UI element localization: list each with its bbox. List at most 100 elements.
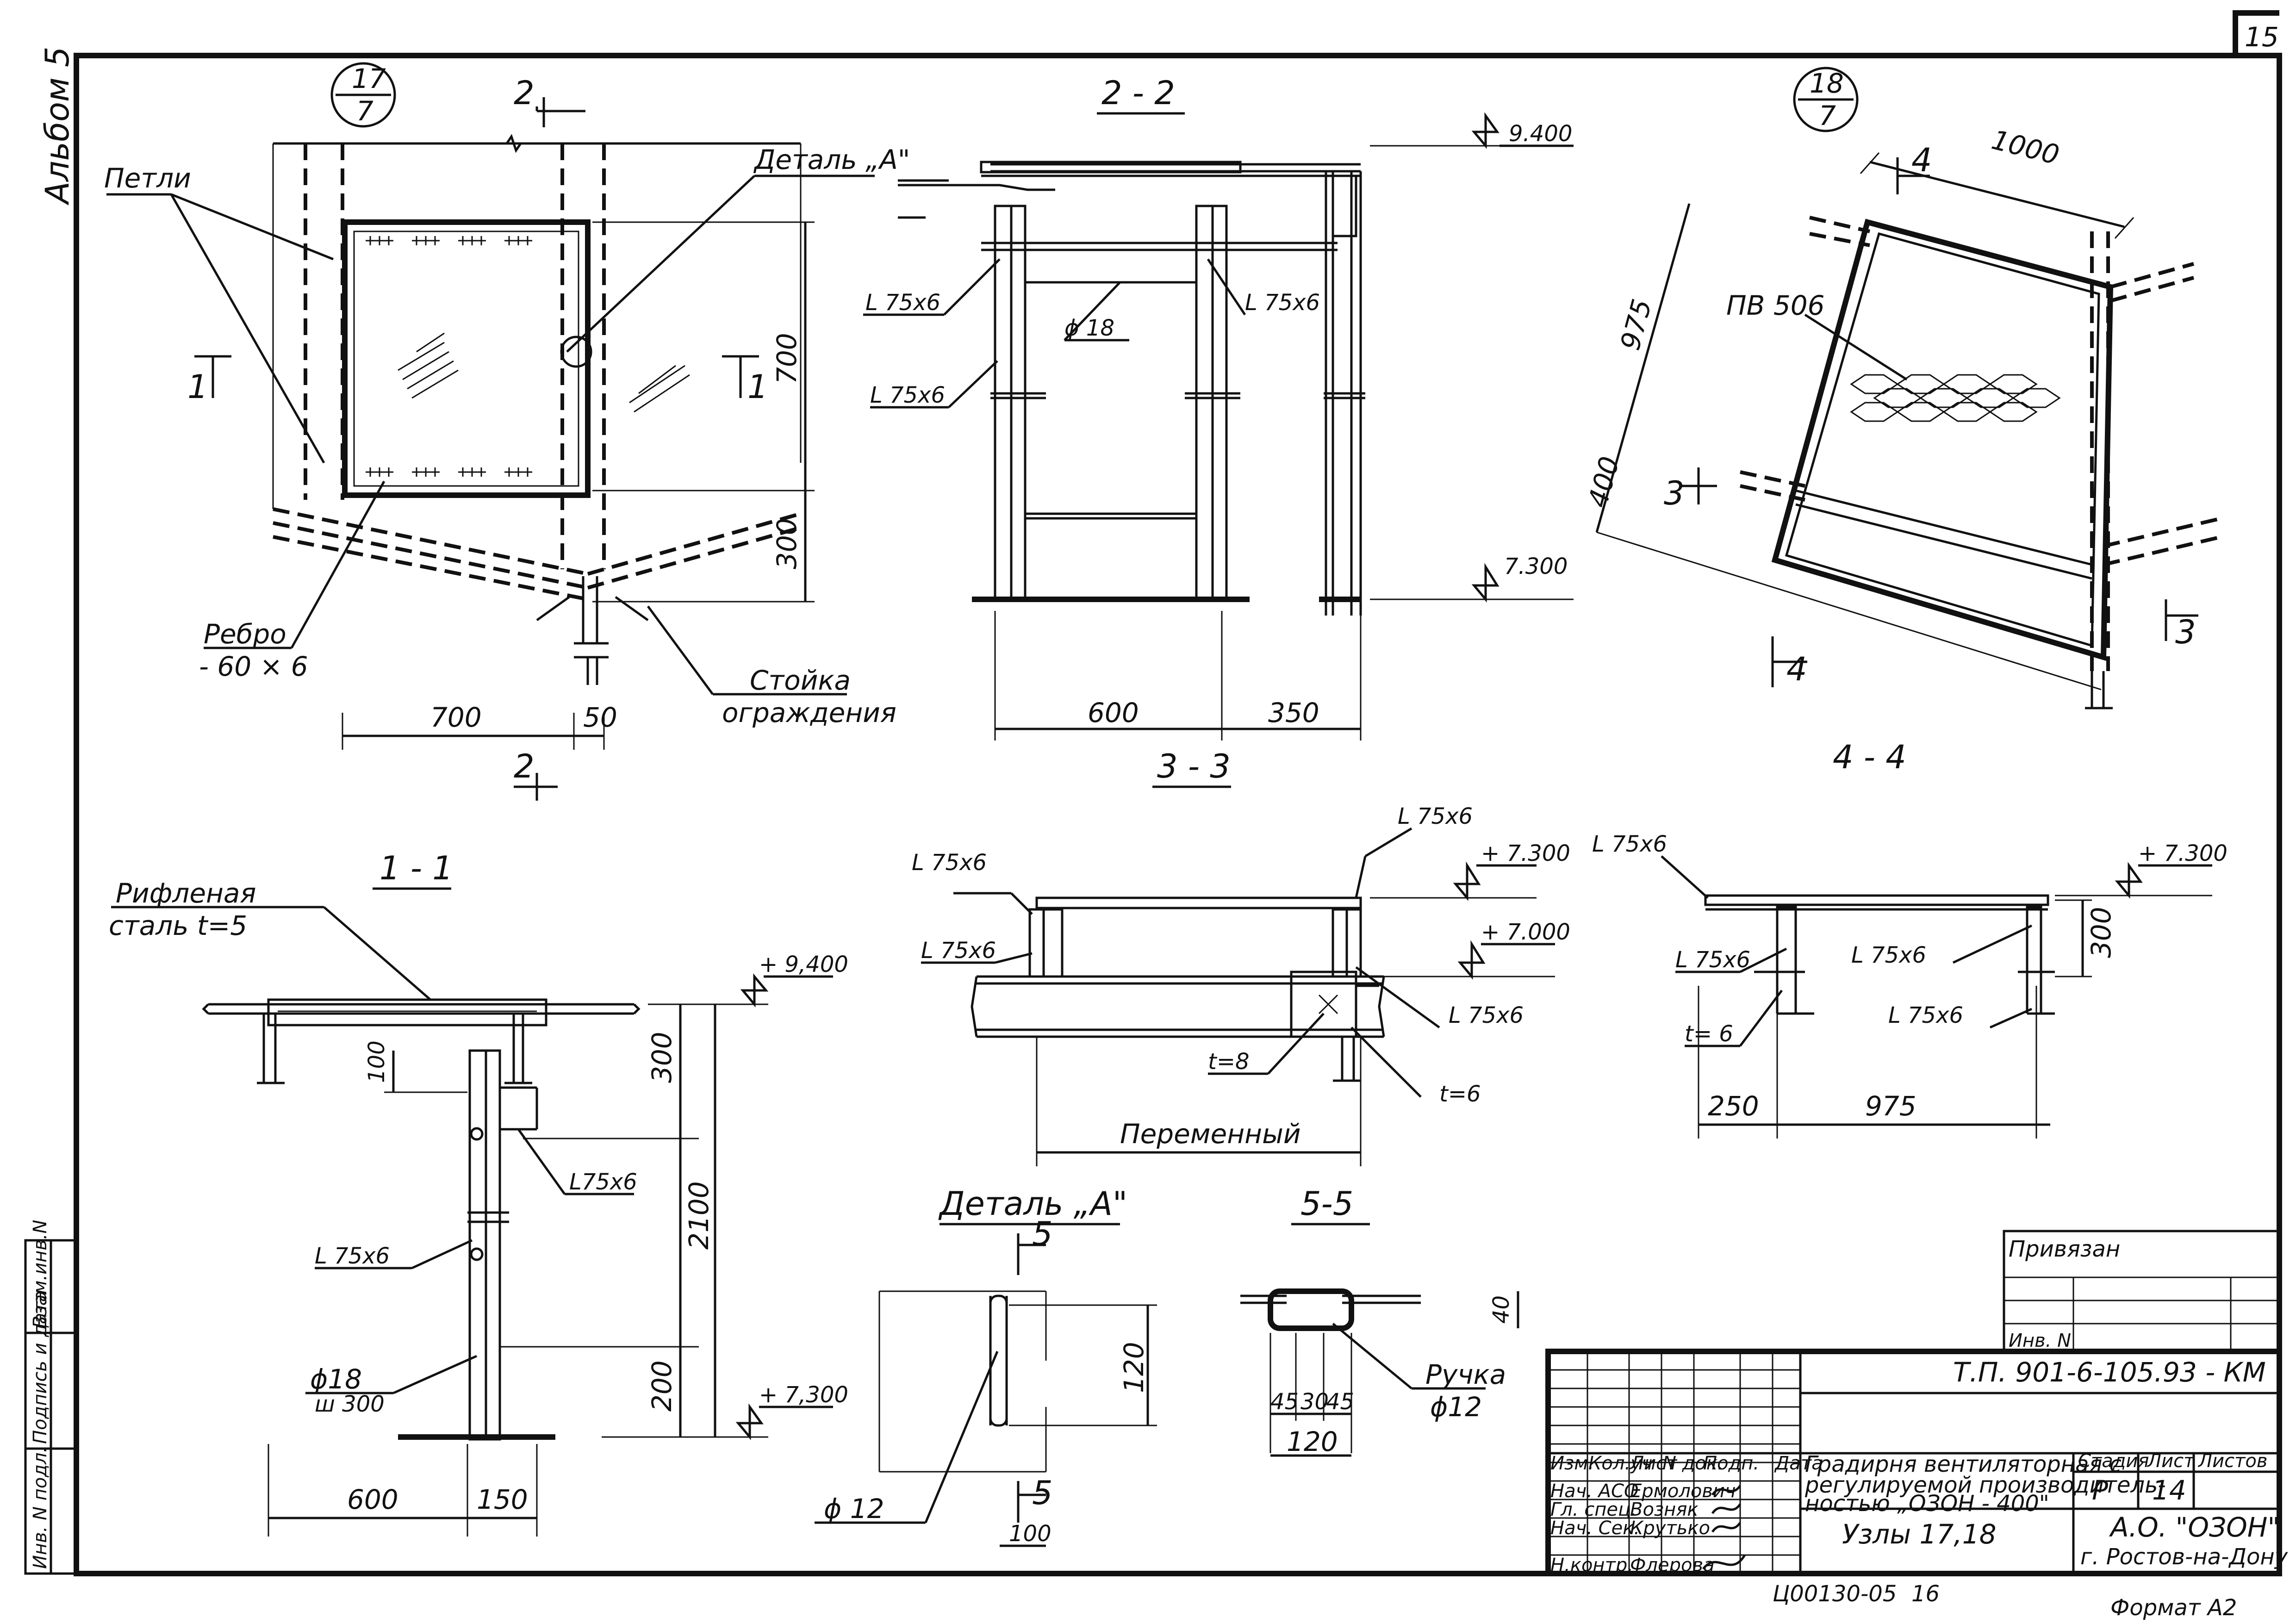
stamp-name-2: Крутько — [1630, 1518, 1710, 1539]
sec44-el: + 7.300 — [2138, 840, 2228, 866]
detail-a: Деталь „А" 5 ϕ 12 5 120 100 — [815, 1185, 1157, 1547]
section-2-2: 2 - 2 L 75x6 L 75x6 L 75x6 ϕ 18 — [863, 74, 1574, 740]
sec33-label-a2: L 75x6 — [921, 938, 996, 964]
stamp-inv: Инв. N — [2009, 1330, 2071, 1351]
sec44-label-a1: L 75x6 — [1592, 831, 1667, 857]
sec11-rod-step: ш 300 — [315, 1391, 385, 1417]
side-inv-label: Инв. N подл. — [30, 1447, 51, 1569]
detail-a-sec-top: 5 — [1032, 1215, 1053, 1253]
dim-400: 400 — [1582, 453, 1625, 511]
stamp-h-data: Дата — [1774, 1453, 1823, 1474]
tread-33 — [1035, 896, 1362, 909]
section-2-2-title: 2 - 2 — [1101, 74, 1175, 112]
section-1-right: 1 — [747, 368, 768, 406]
loops-label: Петли — [104, 162, 191, 194]
node-18-callout-top: 18 — [1810, 68, 1844, 99]
sec11-dim-100: 100 — [364, 1040, 390, 1083]
dim-300-v: 300 — [771, 518, 803, 569]
stamp-role-3: Н.контр. — [1550, 1555, 1633, 1576]
beam-top-left — [1809, 216, 1870, 247]
post-11 — [468, 1049, 487, 1441]
stamp-org-2: г. Ростов-на-Дону — [2080, 1544, 2288, 1570]
stamp-role-1: Гл. спец. — [1550, 1499, 1636, 1520]
handle-diameter: ϕ12 — [1430, 1391, 1482, 1423]
sec11-dim-300: 300 — [646, 1032, 678, 1083]
post-left-22 — [994, 205, 1013, 601]
post-right-33 — [1332, 908, 1348, 978]
stamp-stage-h: Стадия — [2078, 1450, 2149, 1472]
sec33-label-a3: L 75x6 — [1398, 803, 1473, 829]
post-right-22 — [1195, 205, 1214, 601]
handle-label: Ручка — [1425, 1359, 1506, 1390]
rib-label: Ребро — [204, 618, 286, 650]
tread-top — [980, 161, 1242, 174]
section-1-left: 1 — [187, 368, 208, 406]
stamp-name-1: Возняк — [1630, 1499, 1699, 1520]
sec11-label-a1: L75x6 — [569, 1169, 637, 1195]
detail-a-sec-bottom: 5 — [1032, 1474, 1053, 1512]
sec44-label-a2: L 75x6 — [1675, 947, 1750, 973]
post-left-33 — [1028, 908, 1045, 978]
section-1-marks — [194, 355, 759, 398]
album-label: Альбом 5 — [38, 47, 76, 205]
sec44-dim-300: 300 — [2085, 907, 2117, 958]
railing-post — [574, 576, 609, 685]
section-2-top: 2 — [514, 74, 535, 112]
detail-a-title: Деталь „А" — [938, 1185, 1127, 1223]
section-1-1-title: 1 - 1 — [380, 849, 453, 887]
stamp-sheet: 14 — [2152, 1475, 2186, 1506]
stamp-h-izm: Изм. — [1550, 1453, 1594, 1474]
stamp-sheets-h: Листов — [2197, 1450, 2267, 1472]
stamp-nodes: Узлы 17,18 — [1842, 1518, 1997, 1550]
sec11-dim-600: 600 — [347, 1484, 398, 1515]
dim-700-v: 700 — [771, 333, 803, 384]
sec22-dim-600: 600 — [1088, 697, 1139, 728]
sec55-dim-30: 30 — [1300, 1389, 1329, 1415]
post-label-1: Стойка — [750, 665, 851, 696]
sec11-el-top: + 9,400 — [759, 952, 848, 977]
stamp-sheet-h: Лист — [2147, 1450, 2195, 1472]
grating-pattern — [1850, 374, 2061, 422]
section-5-5: 5-5 Ручка ϕ12 40 45 30 45 120 — [1240, 1185, 1519, 1457]
handle-section — [1268, 1288, 1354, 1331]
sec11-rod: ϕ18 — [310, 1363, 362, 1395]
sec22-el-bot: 7.300 — [1504, 554, 1568, 579]
sec33-label-a1: L 75x6 — [912, 850, 987, 876]
rib-size: - 60 × 6 — [199, 651, 308, 682]
dim-975: 975 — [1614, 296, 1658, 354]
sec44-label-a3: L 75x6 — [1851, 942, 1926, 968]
section-3-left-label: 3 — [1664, 474, 1685, 512]
sec11-el-bot: + 7,300 — [759, 1382, 848, 1408]
hatch-plate — [342, 219, 591, 498]
sec44-dim-250: 250 — [1708, 1090, 1759, 1122]
section-5-5-title: 5-5 — [1300, 1185, 1353, 1223]
sec55-dim-45b: 45 — [1326, 1389, 1354, 1415]
sec11-dim-150: 150 — [477, 1484, 528, 1515]
sec44-t6: t= 6 — [1685, 1021, 1733, 1047]
footer-code: Ц00130-05 — [1773, 1581, 1897, 1607]
stamp-linked: Привязан — [2009, 1236, 2120, 1262]
sec33-el2: + 7.000 — [1481, 919, 1570, 945]
node-18-callout-bottom: 7 — [1819, 100, 1836, 131]
section-3-right-label: 3 — [2175, 613, 2196, 651]
stamp-h-list: Лист — [1629, 1453, 1678, 1474]
sec11-label-a2: L 75x6 — [315, 1243, 390, 1269]
node-17-callout-bottom: 7 — [356, 95, 373, 127]
stamp-org-1: А.О. "ОЗОН" — [2109, 1512, 2280, 1543]
detail-a-rod: ϕ 12 — [824, 1493, 884, 1524]
stamp-role-0: Нач. АСО — [1550, 1481, 1638, 1502]
sheet-number: 15 — [2245, 21, 2279, 53]
stamp-code: Т.П. 901-6-105.93 - КМ — [1953, 1356, 2266, 1388]
sec22-rod: ϕ 18 — [1064, 315, 1114, 341]
sec44-label-a4: L 75x6 — [1888, 1002, 1963, 1028]
node-17-callout — [330, 62, 396, 128]
sec33-label-a4: L 75x6 — [1449, 1002, 1524, 1028]
section-3-right — [2165, 599, 2198, 641]
detail-a-marker — [560, 336, 592, 368]
sheet-number-box — [2233, 10, 2279, 56]
side-stamp: Инв. N подл. Подпись и дата Взам.инв.N — [24, 1220, 78, 1575]
stamp-name-3: Флерова — [1630, 1555, 1715, 1576]
section-3-3-title: 3 - 3 — [1157, 747, 1231, 785]
beam-right — [2109, 262, 2195, 303]
checker-plate-label-1: Рифленая — [116, 877, 256, 909]
